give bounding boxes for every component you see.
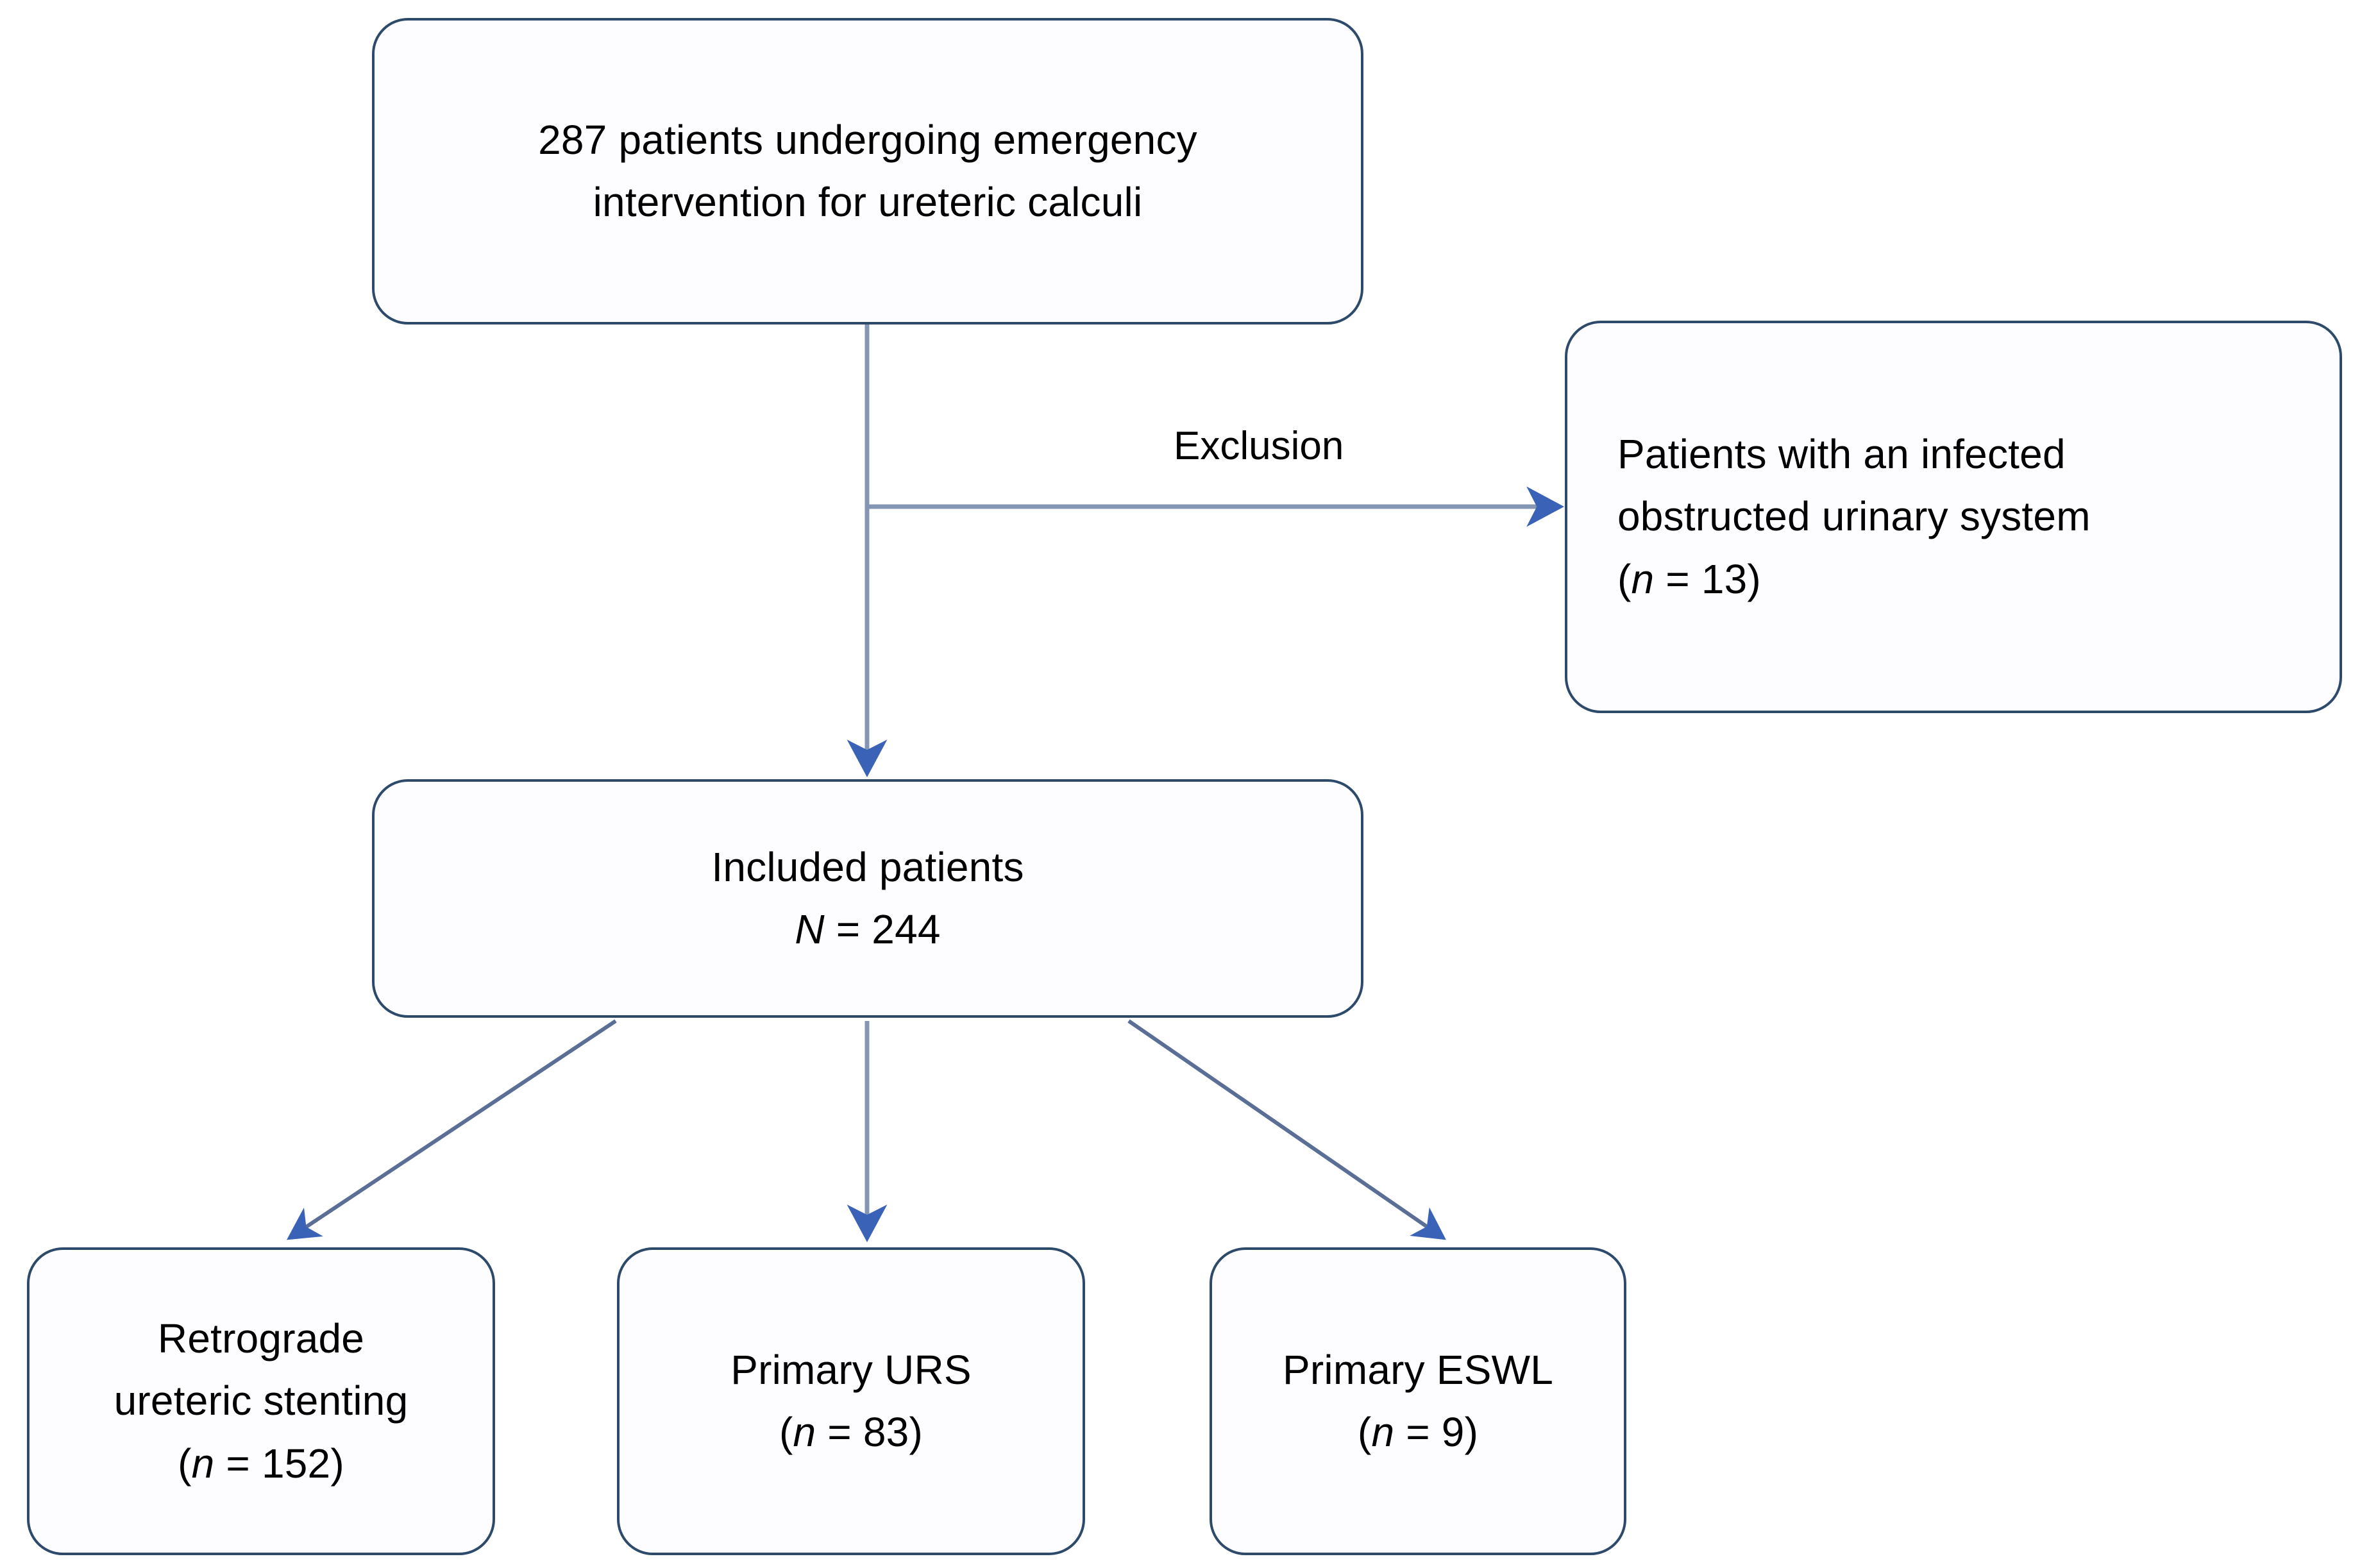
edge-label-exclusion: Exclusion bbox=[1174, 423, 1344, 469]
node-stenting-text: Retrograde ureteric stenting (n = 152) bbox=[30, 1308, 493, 1495]
node-included-patients[interactable]: Included patients N = 244 bbox=[372, 779, 1363, 1018]
urs-line-1: Primary URS bbox=[730, 1346, 972, 1393]
stenting-line-1: Retrograde bbox=[157, 1315, 365, 1362]
stenting-n-symbol: n bbox=[191, 1440, 215, 1487]
excluded-line-2: obstructed urinary system bbox=[1617, 493, 2091, 540]
node-enrolled-cohort[interactable]: 287 patients undergoing emergency interv… bbox=[372, 18, 1363, 325]
eswl-n-open: ( bbox=[1357, 1409, 1372, 1455]
urs-n-symbol: n bbox=[793, 1409, 816, 1455]
node-eswl-text: Primary ESWL (n = 9) bbox=[1212, 1339, 1624, 1464]
node-enrolled-text: 287 patients undergoing emergency interv… bbox=[375, 109, 1361, 234]
node-arm-primary-urs[interactable]: Primary URS (n = 83) bbox=[617, 1247, 1085, 1555]
exclusion-label-text: Exclusion bbox=[1174, 424, 1344, 468]
included-line-1: Included patients bbox=[711, 843, 1024, 890]
edge-included-to-stenting bbox=[287, 1019, 617, 1240]
excluded-n-open: ( bbox=[1617, 555, 1632, 602]
eswl-line-1: Primary ESWL bbox=[1283, 1346, 1553, 1393]
excluded-line-1: Patients with an infected bbox=[1617, 431, 2066, 478]
enrolled-line-2: intervention for ureteric calculi bbox=[593, 179, 1143, 225]
excluded-n-value: = 13) bbox=[1654, 555, 1761, 602]
eswl-n-value: = 9) bbox=[1394, 1409, 1479, 1455]
stenting-line-2: ureteric stenting bbox=[114, 1378, 409, 1424]
eswl-n-symbol: n bbox=[1371, 1409, 1395, 1455]
included-n-value: = 244 bbox=[824, 906, 941, 952]
node-arm-primary-eswl[interactable]: Primary ESWL (n = 9) bbox=[1210, 1247, 1626, 1555]
node-included-text: Included patients N = 244 bbox=[375, 836, 1361, 961]
stenting-n-value: = 152) bbox=[214, 1440, 344, 1487]
node-urs-text: Primary URS (n = 83) bbox=[620, 1339, 1083, 1464]
node-arm-retrograde-stenting[interactable]: Retrograde ureteric stenting (n = 152) bbox=[27, 1247, 495, 1555]
urs-n-open: ( bbox=[779, 1409, 793, 1455]
included-n-symbol: N bbox=[795, 906, 825, 952]
excluded-n-symbol: n bbox=[1631, 555, 1655, 602]
edge-included-to-eswl bbox=[1127, 1019, 1446, 1240]
node-excluded-text: Patients with an infected obstructed uri… bbox=[1567, 423, 2340, 611]
urs-n-value: = 83) bbox=[816, 1409, 923, 1455]
node-excluded-patients[interactable]: Patients with an infected obstructed uri… bbox=[1565, 321, 2342, 713]
enrolled-line-1: 287 patients undergoing emergency bbox=[538, 116, 1197, 163]
stenting-n-open: ( bbox=[178, 1440, 192, 1487]
